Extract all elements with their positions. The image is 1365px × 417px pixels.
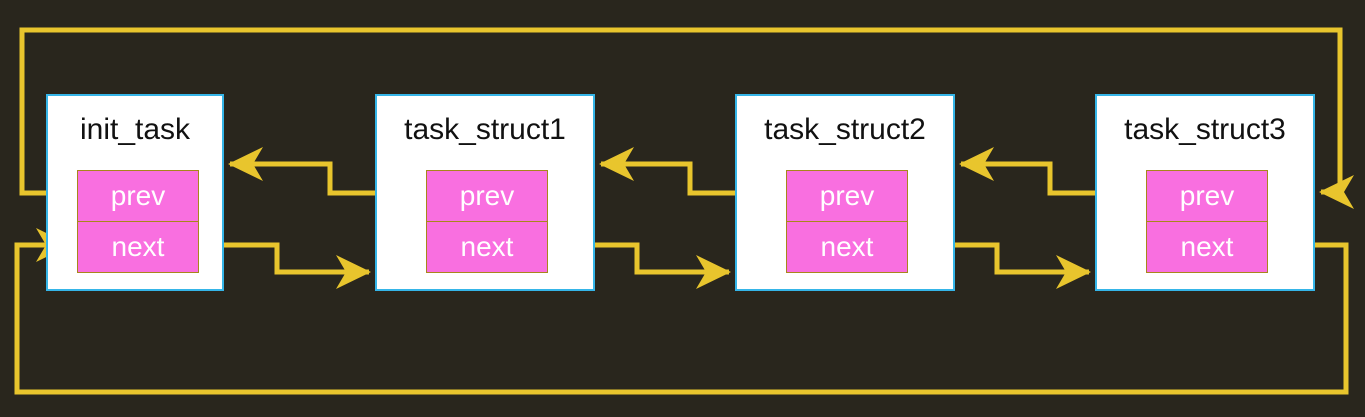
- field-prev[interactable]: prev: [426, 170, 548, 222]
- node-title: task_struct3: [1124, 113, 1286, 146]
- field-prev[interactable]: prev: [1146, 170, 1268, 222]
- edge-prev-init_task-to-task_struct3-wraparound: [19, 27, 1354, 209]
- field-prev[interactable]: prev: [786, 170, 908, 222]
- node-task-struct1[interactable]: task_struct1 prev next: [375, 94, 595, 291]
- edge-next-task_struct3-to-init_task-wraparound: [14, 228, 1349, 395]
- node-title: init_task: [79, 113, 191, 146]
- node-title: task_struct1: [404, 113, 566, 146]
- node-title: task_struct2: [764, 113, 926, 146]
- field-prev[interactable]: prev: [77, 170, 199, 222]
- node-task-struct2[interactable]: task_struct2 prev next: [735, 94, 955, 291]
- field-next[interactable]: next: [426, 221, 548, 273]
- field-next[interactable]: next: [1146, 221, 1268, 273]
- field-next[interactable]: next: [77, 221, 199, 273]
- edge-next-init_task-to-task_struct1: [197, 242, 372, 289]
- node-init-task[interactable]: init_task prev next: [46, 94, 224, 291]
- node-task-struct3[interactable]: task_struct3 prev next: [1095, 94, 1315, 291]
- field-next[interactable]: next: [786, 221, 908, 273]
